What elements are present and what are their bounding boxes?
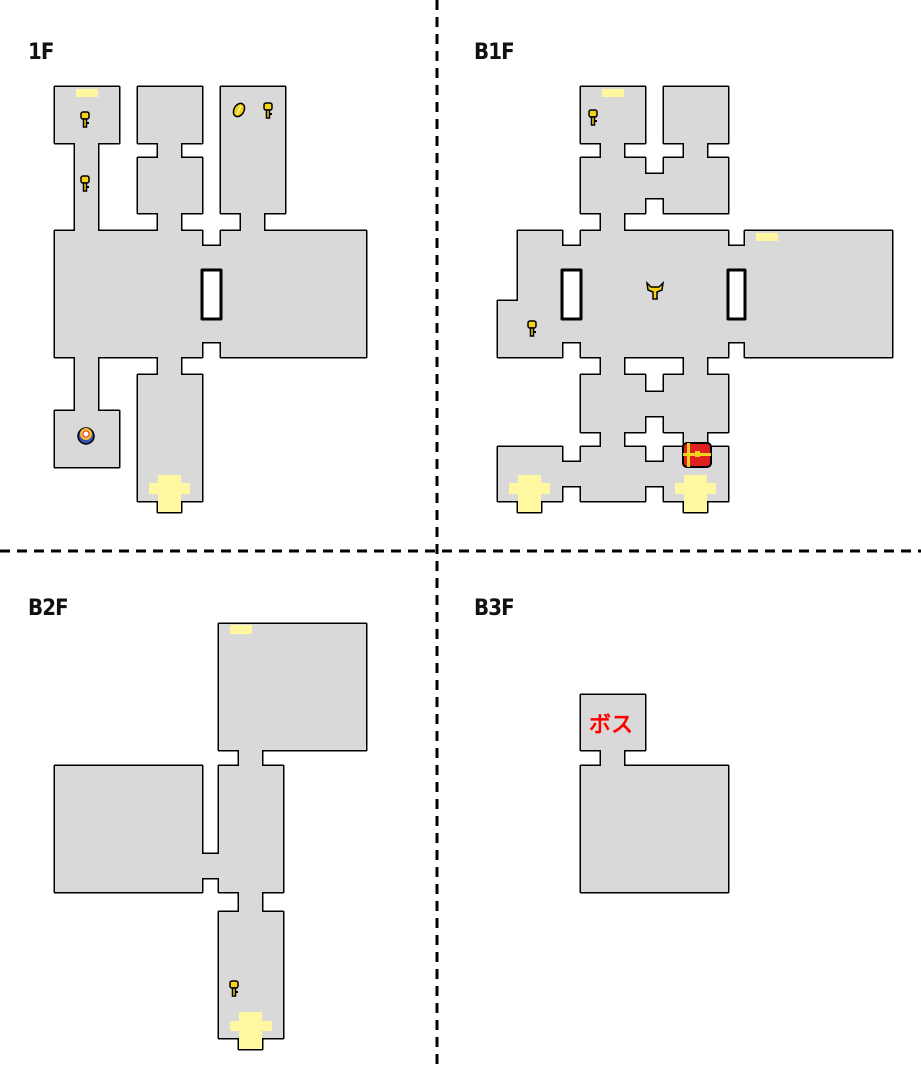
orb-icon	[77, 427, 95, 445]
room-floor	[562, 462, 581, 486]
stairs-marker	[509, 483, 550, 494]
stairs-marker	[149, 483, 190, 494]
boss-room-label: ボス	[589, 713, 634, 738]
room-floor	[645, 462, 664, 486]
room-floor	[239, 750, 262, 766]
room-floor	[219, 624, 366, 750]
treasure-chest-icon	[682, 442, 712, 468]
room-floor	[601, 750, 624, 766]
trophy-key-icon	[645, 280, 665, 300]
key-icon	[80, 111, 90, 128]
room-floor	[601, 357, 624, 375]
key-icon	[263, 102, 273, 119]
room-floor	[684, 357, 707, 375]
wall-pillar	[726, 268, 747, 321]
wall-pillar	[200, 268, 223, 321]
room-floor	[601, 143, 624, 158]
key-icon	[229, 980, 239, 997]
wall-pillar	[560, 268, 583, 321]
room-floor	[684, 143, 707, 158]
room-floor	[664, 375, 728, 432]
room-floor	[645, 392, 664, 416]
room-floor	[55, 231, 202, 357]
key-icon	[527, 320, 537, 337]
stairs-marker	[675, 483, 716, 494]
room-floor	[664, 87, 728, 143]
stairs-marker	[230, 625, 252, 634]
room-floor	[239, 892, 262, 912]
floor-label-b1f: B1F	[474, 40, 515, 65]
room-floor	[581, 447, 645, 501]
room-floor	[158, 143, 181, 158]
key-icon	[80, 175, 90, 192]
room-floor	[221, 87, 285, 213]
room-floor	[601, 213, 624, 231]
floor-label-b2f: B2F	[28, 596, 69, 621]
room-floor	[138, 87, 202, 143]
room-floor	[55, 766, 202, 892]
key-icon	[588, 109, 598, 126]
floor-label-1f: 1F	[28, 40, 54, 65]
room-floor	[645, 174, 664, 198]
room-floor	[221, 231, 366, 357]
room-floor	[664, 158, 728, 213]
room-floor	[601, 432, 624, 447]
room-floor	[138, 158, 202, 213]
floor-label-b3f: B3F	[474, 596, 515, 621]
room-floor	[581, 375, 645, 432]
stairs-marker	[76, 89, 98, 97]
room-floor	[581, 158, 645, 213]
room-floor	[581, 766, 728, 892]
room-floor	[158, 213, 181, 231]
stairs-marker	[602, 89, 624, 97]
room-floor	[75, 357, 98, 411]
room-floor	[202, 854, 219, 878]
room-floor	[241, 213, 264, 231]
stairs-marker	[230, 1021, 272, 1031]
stairs-marker	[756, 233, 778, 241]
room-floor	[745, 231, 892, 357]
feather-icon	[232, 102, 246, 118]
room-floor	[219, 766, 283, 892]
room-floor	[581, 695, 645, 750]
room-floor	[158, 357, 181, 375]
